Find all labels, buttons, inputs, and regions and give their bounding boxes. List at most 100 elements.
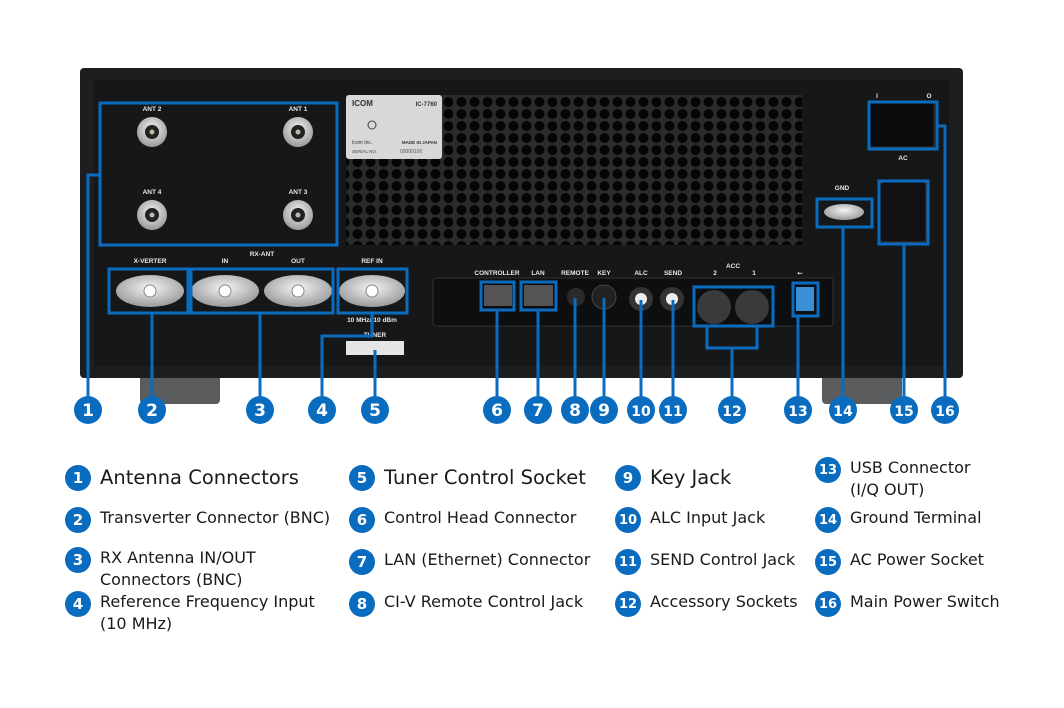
legend-badge: 4	[65, 591, 91, 617]
marker-circle	[308, 396, 336, 424]
made-in-text: MADE IN JAPAN	[402, 140, 437, 145]
legend-line: Main Power Switch	[850, 592, 1000, 611]
lan-label: LAN	[531, 270, 545, 277]
marker-1: 1	[74, 396, 102, 424]
marker-circle	[890, 396, 918, 424]
ref-in-label: REF IN	[361, 258, 383, 265]
legend-line: AC Power Socket	[850, 550, 984, 569]
marker-number: 3	[254, 401, 266, 421]
marker-number: 8	[569, 401, 581, 421]
tuner-socket	[346, 341, 404, 355]
callout-box-12	[692, 285, 775, 328]
model-text: IC-7760	[416, 102, 438, 108]
callout-box-2	[107, 267, 190, 315]
legend-line: Reference Frequency Input	[100, 592, 315, 611]
gnd-terminal	[824, 204, 864, 220]
legend-badge: 11	[615, 549, 641, 575]
marker-number: 16	[935, 404, 954, 420]
remote-label: REMOTE	[561, 270, 589, 277]
usb-symbol: ⭠	[797, 270, 803, 277]
xverter-label: X-VERTER	[134, 258, 167, 265]
brand-logo: ICOM	[352, 99, 373, 108]
callout-box-3	[189, 267, 335, 315]
marker-number: 10	[631, 404, 651, 420]
marker-circle	[718, 396, 746, 424]
legend-label: USB Connector(I/Q OUT)	[850, 457, 970, 501]
legend-line: (10 MHz)	[100, 614, 173, 633]
acc-label: ACC	[726, 263, 740, 270]
marker-circle	[524, 396, 552, 424]
legend-badge: 1	[65, 465, 91, 491]
marker-number: 11	[663, 404, 682, 420]
jacks	[484, 284, 814, 324]
ac-socket	[879, 181, 927, 243]
callout-box-13	[791, 281, 820, 318]
legend-badge: 14	[815, 507, 841, 533]
marker-12: 12	[718, 396, 746, 424]
foot-left	[140, 372, 220, 404]
marker-7: 7	[524, 396, 552, 424]
legend-label: Transverter Connector (BNC)	[100, 507, 330, 529]
ant3-label: ANT 3	[289, 189, 308, 196]
legend-label: Antenna Connectors	[100, 465, 299, 491]
marker-circle	[627, 396, 655, 424]
legend-label: Tuner Control Socket	[384, 465, 586, 491]
marker-circle	[74, 396, 102, 424]
send-label: SEND	[664, 270, 682, 277]
ac-label: AC	[898, 155, 908, 162]
legend-label: ALC Input Jack	[650, 507, 765, 529]
marker-14: 14	[829, 396, 857, 424]
marker-circle	[931, 396, 959, 424]
ant4-label: ANT 4	[143, 189, 162, 196]
marker-number: 12	[722, 404, 741, 420]
legend-line: RX Antenna IN/OUT	[100, 548, 256, 567]
marker-number: 13	[788, 404, 807, 420]
marker-6: 6	[483, 396, 511, 424]
legend-line: Transverter Connector (BNC)	[100, 508, 331, 527]
marker-circle	[138, 396, 166, 424]
marker-number: 2	[146, 401, 158, 421]
marker-number: 9	[598, 401, 610, 421]
acc1-label: 1	[752, 270, 756, 277]
legend-label: Key Jack	[650, 465, 731, 491]
ant1-connector	[283, 117, 313, 147]
legend-line: CI-V Remote Control Jack	[384, 592, 584, 611]
maker-text: Icom Inc.	[352, 140, 372, 146]
legend-badge: 15	[815, 549, 841, 575]
legend-item-2: 2 Transverter Connector (BNC)	[65, 507, 330, 533]
legend-item-15: 15 AC Power Socket	[815, 549, 984, 575]
leader-16	[937, 124, 947, 396]
legend-badge: 10	[615, 507, 641, 533]
legend-badge: 16	[815, 591, 841, 617]
legend-label: Ground Terminal	[850, 507, 982, 529]
antenna-connectors: ANT 2 ANT 1 ANT 4 ANT 3	[137, 106, 313, 230]
marker-circle	[829, 396, 857, 424]
marker-number: 7	[532, 401, 544, 421]
legend-label: Control Head Connector	[384, 507, 576, 529]
marker-11: 11	[659, 396, 687, 424]
legend-label: SEND Control Jack	[650, 549, 795, 571]
callouts	[86, 100, 947, 396]
marker-circle	[361, 396, 389, 424]
ant3-connector	[283, 200, 313, 230]
legend-badge: 8	[349, 591, 375, 617]
legend-badge: 12	[615, 591, 641, 617]
legend-item-1: 1 Antenna Connectors	[65, 465, 299, 491]
marker-number: 1	[82, 401, 94, 421]
serial-number: 00000106	[400, 149, 422, 155]
legend-line: Antenna Connectors	[100, 466, 299, 489]
legend-badge: 2	[65, 507, 91, 533]
marker-circle	[590, 396, 618, 424]
marker-2: 2	[138, 396, 166, 424]
legend-badge: 13	[815, 457, 841, 483]
legend-line: Control Head Connector	[384, 508, 577, 527]
marker-8: 8	[561, 396, 589, 424]
controller-label: CONTROLLER	[474, 270, 519, 277]
bnc-connectors	[116, 275, 405, 307]
